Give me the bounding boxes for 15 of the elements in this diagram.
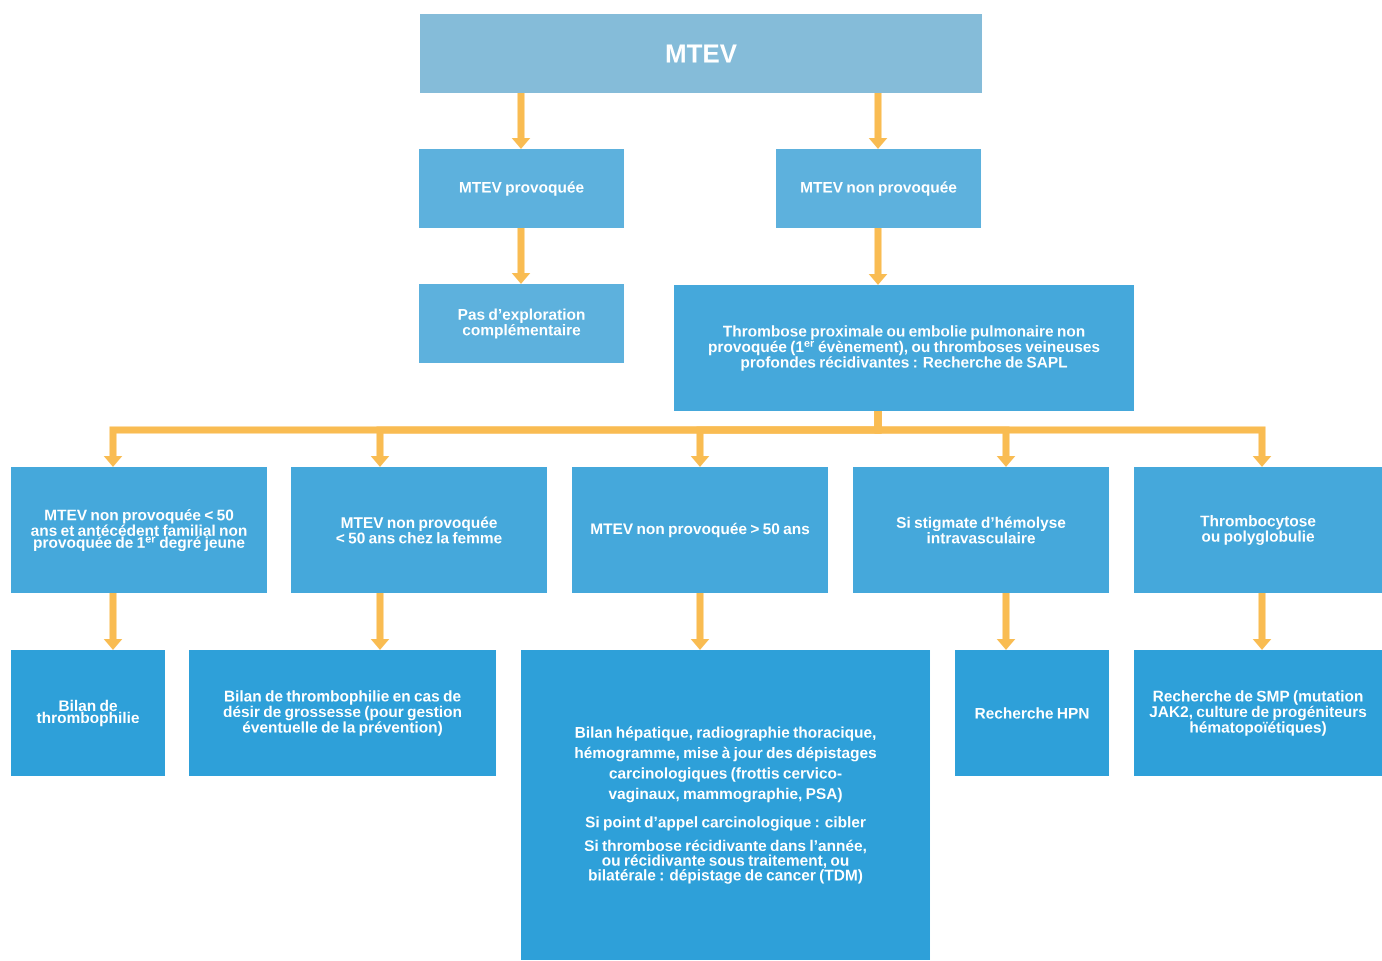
process-box: Bilan de thrombophilie: [11, 650, 165, 776]
process-box: MTEV non provoquée < 50 ans chez la femme: [291, 467, 547, 593]
process-box: Thrombose proximale ou embolie pulmonaire non provoquée (1$^{er}$ évènement), ou thromboses veineuses profondes récidivantes : Recherche de SAPL: [674, 285, 1134, 411]
process-box: Bilan hépatique, radiographie thoracique, hémogramme, mise à jour des dépistages carcinologiques (frottis cervico-vaginaux, mammographie, PSA) Si point d’appel carcinologique : cibler Si thrombose récidivante dans l’année, ou récidivante sous traitement, ou bilatérale : dépistage de cancer (TDM): [521, 650, 930, 960]
process-box: Si stigmate d’hémolyse intravasculaire: [853, 467, 1109, 593]
process-box: MTEV: [420, 14, 982, 93]
process-box: Bilan de thrombophilie en cas de désir de grossesse (pour gestion éventuelle de la prévention): [189, 650, 496, 776]
process-box: MTEV non provoquée > 50 ans: [572, 467, 828, 593]
process-box: Recherche de SMP (mutation JAK2, culture de progéniteurs hématopoïétiques): [1134, 650, 1382, 776]
process-box: Thrombocytose ou polyglobulie: [1134, 467, 1382, 593]
process-box: Pas d’exploration complémentaire: [419, 284, 624, 363]
process-box: Recherche HPN: [955, 650, 1109, 776]
process-box: MTEV provoquée: [419, 149, 624, 228]
process-box: MTEV non provoquée: [776, 149, 981, 228]
process-box: MTEV non provoquée < 50 ans et antécédent familial non provoquée de 1$^{er}$ degré jeune: [11, 467, 267, 593]
